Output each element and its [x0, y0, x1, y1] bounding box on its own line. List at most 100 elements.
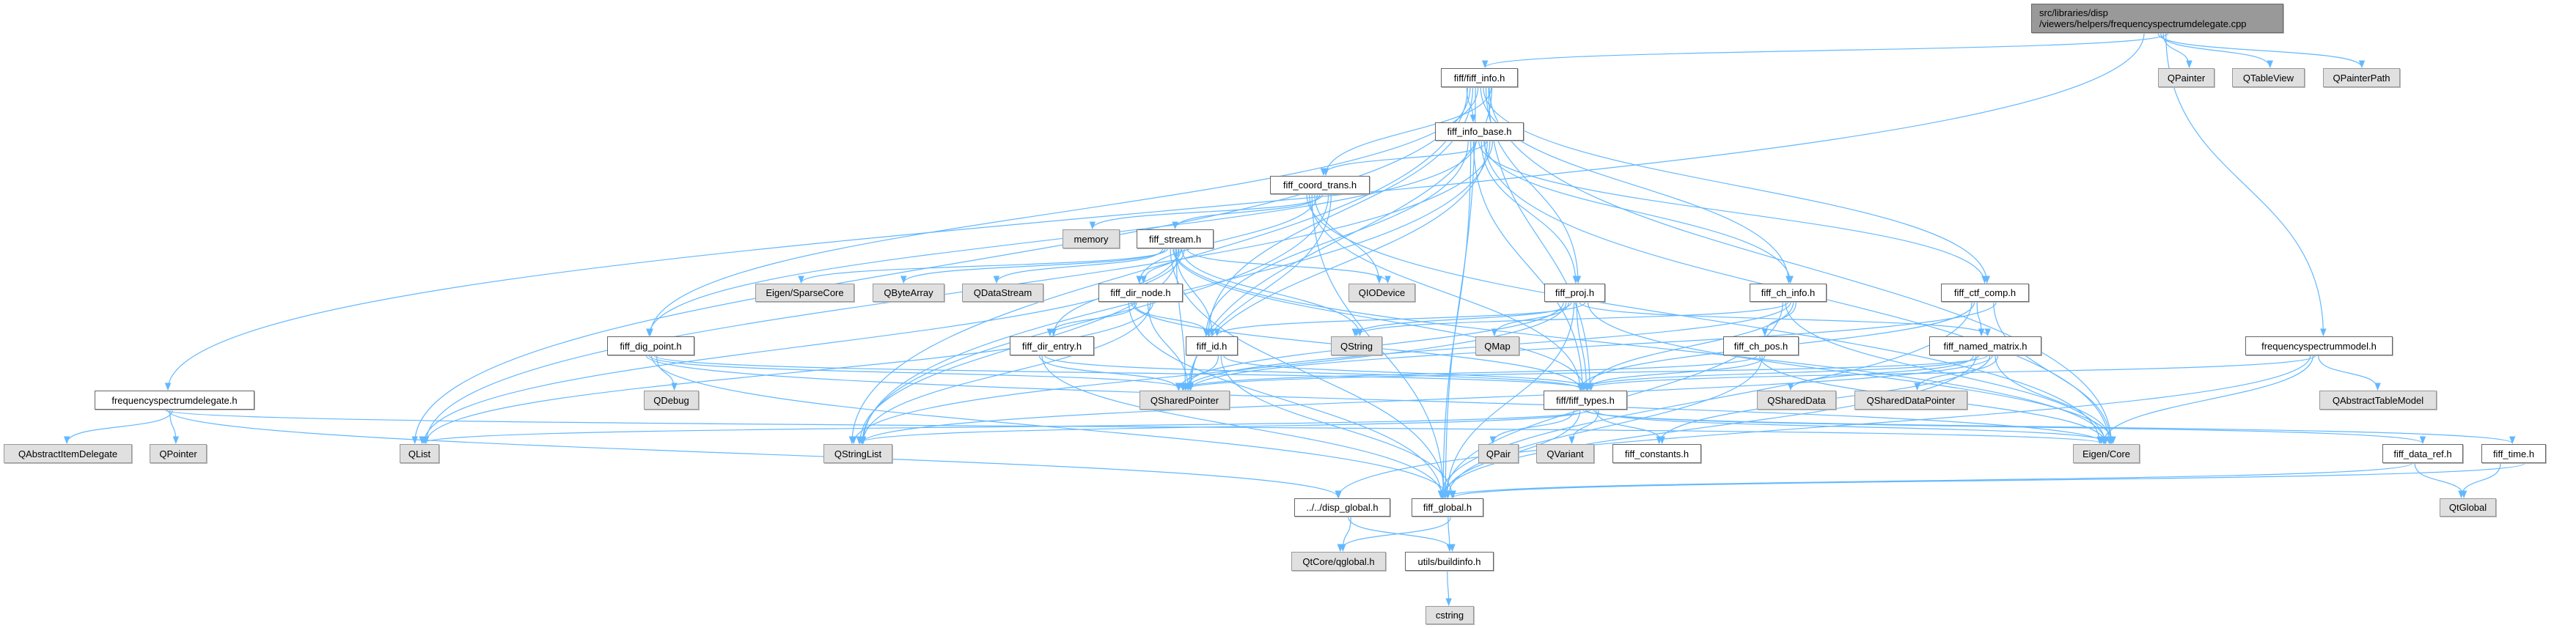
edge-named_matrix-to-global: [1439, 355, 1977, 499]
node-qglobal: QtCore/qglobal.h: [1291, 552, 1386, 571]
edge-fsmodel-to-QAbstractTableModel: [2318, 355, 2381, 391]
edge-ch_pos-to-types: [1584, 355, 1766, 391]
edge-dig_point-to-global: [650, 355, 1451, 499]
node-ch-info[interactable]: fiff_ch_info.h: [1750, 284, 1827, 302]
node-qlist: QList: [400, 444, 439, 463]
edge-info_base-to-coord_trans: [1320, 140, 1487, 177]
node-constants[interactable]: fiff_constants.h: [1612, 444, 1701, 463]
edge-stream-to-types: [1173, 248, 1588, 391]
node-fsmodel[interactable]: frequencyspectrummodel.h: [2245, 336, 2393, 355]
edge-named_matrix-to-QSharedPointer: [1182, 355, 1988, 391]
edge-fsmodel-to-types: [1580, 355, 2316, 391]
edge-root-to-QPainter: [2162, 32, 2192, 69]
edge-info_base-to-ctf_comp: [1478, 140, 1988, 284]
edge-ctf_comp-to-EigenCore: [1993, 301, 2114, 445]
edge-dir_node-to-QList: [422, 301, 1154, 445]
edge-dir_node-to-id: [1133, 301, 1212, 337]
edge-fsdelegate-to-QPointer: [169, 409, 180, 445]
edge-buildinfo-to-cstring: [1445, 570, 1452, 607]
edge-types-to-time: [1582, 409, 2516, 445]
edge-info_base-to-proj: [1480, 140, 1579, 284]
node-id[interactable]: fiff_id.h: [1186, 336, 1238, 355]
edge-stream-to-SparseCore: [798, 248, 1169, 284]
edge-info-to-ctf_comp: [1483, 86, 1990, 284]
edge-types-to-EigenCore: [1593, 409, 2113, 445]
node-qvariant: QVariant: [1536, 444, 1594, 463]
edge-stream-to-QDataStream: [993, 248, 1163, 284]
node-fsdelegate[interactable]: frequencyspectrumdelegate.h: [95, 391, 254, 410]
node-coord-trans[interactable]: fiff_coord_trans.h: [1270, 176, 1370, 194]
node-qabstracttablemodel: QAbstractTableModel: [2319, 391, 2437, 410]
edge-fsdelegate-to-EigenCore: [164, 409, 2105, 445]
edge-ch_info-to-QString: [1353, 301, 1789, 337]
node-qdatastream: QDataStream: [962, 284, 1043, 302]
edge-coord_trans-to-dir_node: [1136, 193, 1318, 284]
edge-stream-to-QIODevice: [1186, 248, 1391, 284]
edge-root-to-fsdelegate: [164, 32, 2145, 391]
node-global[interactable]: fiff_global.h: [1412, 498, 1483, 517]
edge-stream-to-QByteArray: [900, 248, 1166, 284]
edge-types-to-QStringList: [856, 409, 1589, 445]
edge-dig_point-to-QDebug: [656, 355, 678, 391]
node-info-base[interactable]: fiff_info_base.h: [1435, 122, 1524, 141]
node-qstring: QString: [1331, 336, 1382, 355]
node-qiodevice: QIODevice: [1348, 284, 1415, 302]
edge-proj-to-EigenCore: [1587, 301, 2116, 445]
node-info[interactable]: fiff/fiff_info.h: [1441, 68, 1518, 87]
edge-info-to-QList: [411, 86, 1471, 445]
node-types[interactable]: fiff/fiff_types.h: [1544, 391, 1627, 410]
edge-info_base-to-ch_info: [1483, 140, 1794, 284]
edge-root-to-fsmodel: [2165, 32, 2327, 337]
node-disp-global[interactable]: ../../disp_global.h: [1294, 498, 1390, 517]
edge-fsdelegate-to-disp_global: [166, 409, 1342, 499]
node-named-matrix[interactable]: fiff_named_matrix.h: [1929, 336, 2041, 355]
node-qtglobal: QtGlobal: [2440, 498, 2496, 517]
edge-coord_trans-to-memory: [1089, 193, 1324, 230]
node-sparsecore: Eigen/SparseCore: [755, 284, 854, 302]
node-buildinfo[interactable]: utils/buildinfo.h: [1405, 552, 1494, 571]
node-qpointer: QPointer: [150, 444, 207, 463]
node-root[interactable]: src/libraries/disp /viewers/helpers/freq…: [2031, 4, 2283, 33]
node-qsharedpointer: QSharedPointer: [1140, 391, 1230, 410]
edge-global-to-buildinfo: [1446, 516, 1453, 553]
edge-coord_trans-to-stream: [1172, 193, 1321, 230]
edge-dir_entry-to-QSharedPointer: [1038, 355, 1182, 391]
edge-info-to-global: [1442, 86, 1476, 499]
node-data-ref[interactable]: fiff_data_ref.h: [2382, 444, 2463, 463]
edge-types-to-QVariant: [1568, 409, 1599, 445]
node-qdebug: QDebug: [644, 391, 699, 410]
node-qpainterpath: QPainterPath: [2323, 68, 2400, 87]
node-ctf-comp[interactable]: fiff_ctf_comp.h: [1941, 284, 2029, 302]
edge-named_matrix-to-QStringList: [858, 355, 1993, 445]
edge-types-to-QList: [419, 409, 1591, 445]
edge-time-to-QtGlobal: [2458, 462, 2501, 499]
edge-proj-to-QStringList: [850, 301, 1567, 445]
node-proj[interactable]: fiff_proj.h: [1544, 284, 1605, 302]
edge-ctf_comp-to-named_matrix: [1976, 301, 1985, 337]
node-dir-entry[interactable]: fiff_dir_entry.h: [1010, 336, 1094, 355]
edge-dir_node-to-dir_entry: [1046, 301, 1137, 337]
edge-types-to-QPair: [1489, 409, 1575, 445]
edge-fsmodel-to-disp_global: [1335, 355, 2311, 499]
edge-dir_node-to-QStringList: [859, 301, 1151, 445]
edge-coord_trans-to-EigenCore: [1306, 193, 2103, 445]
edge-proj-to-named_matrix: [1579, 301, 1991, 337]
edge-id-to-types: [1223, 355, 1595, 391]
edge-info-to-EigenCore: [1489, 86, 2115, 445]
edge-info_base-to-id: [1203, 140, 1469, 337]
edge-proj-to-QMap: [1491, 301, 1569, 337]
node-dig-point[interactable]: fiff_dig_point.h: [607, 336, 694, 355]
edge-global-to-qglobal: [1337, 516, 1452, 553]
node-eigencore: Eigen/Core: [2073, 444, 2140, 463]
edge-root-to-info: [1482, 32, 2169, 69]
node-qabstractitemdelegate: QAbstractItemDelegate: [4, 444, 132, 463]
node-time[interactable]: fiff_time.h: [2481, 444, 2546, 463]
edge-info_base-to-types: [1472, 140, 1586, 391]
node-stream[interactable]: fiff_stream.h: [1137, 229, 1214, 248]
edge-stream-to-global: [1170, 248, 1449, 499]
edge-stream-to-QSharedPointer: [1175, 248, 1189, 391]
node-dir-node[interactable]: fiff_dir_node.h: [1098, 284, 1183, 302]
edge-time-to-global: [1450, 462, 2525, 499]
node-ch-pos[interactable]: fiff_ch_pos.h: [1723, 336, 1799, 355]
